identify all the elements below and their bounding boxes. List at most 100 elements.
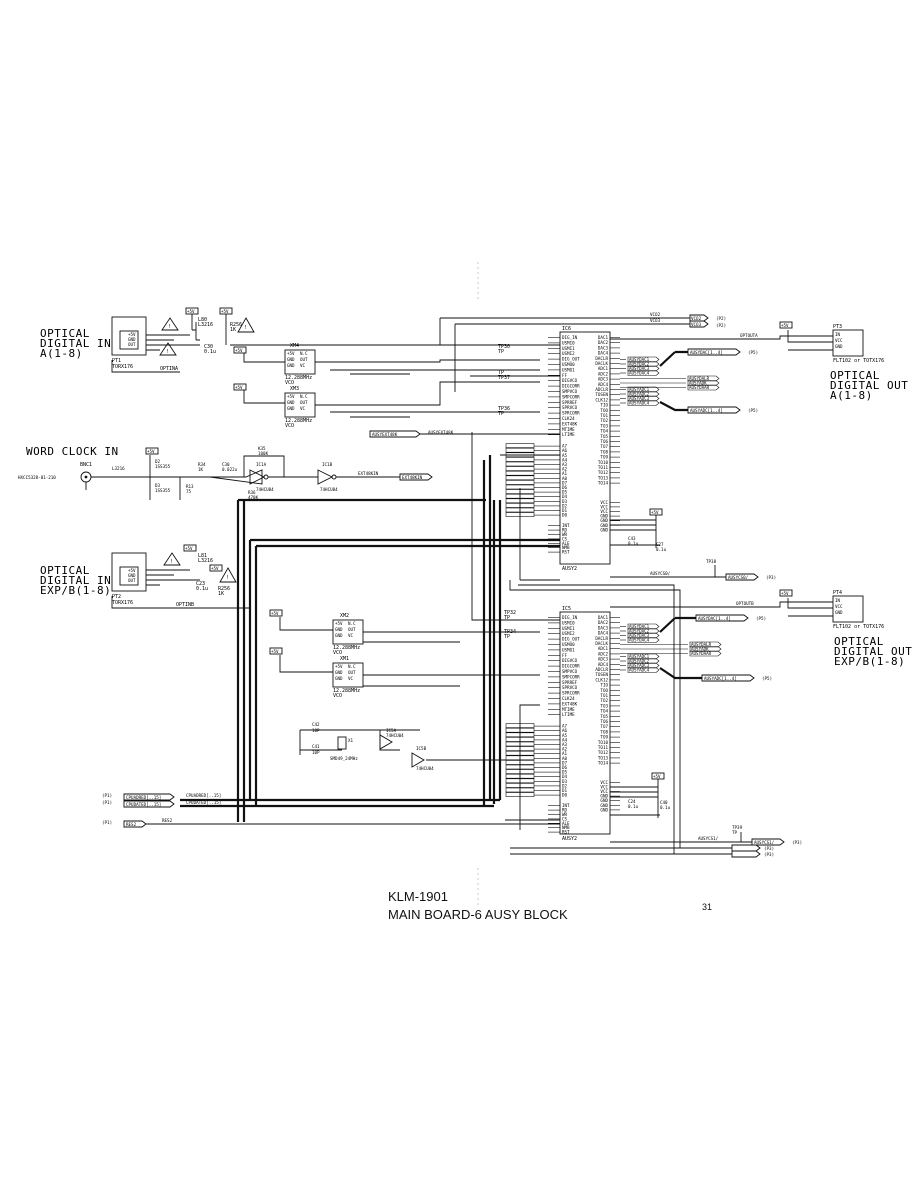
ic-pin-label: TO1	[600, 693, 608, 698]
svg-text:AUSYADC[1..4]: AUSYADC[1..4]	[690, 408, 723, 413]
svg-text:(P1): (P1)	[102, 800, 112, 805]
svg-text:IN: IN	[835, 598, 841, 603]
net-flag-outline	[627, 632, 660, 639]
cpu-net-flag-outline	[505, 737, 535, 742]
svg-text:TP: TP	[504, 615, 510, 621]
cpu-net-flag-outline	[505, 493, 535, 499]
ext48kin-net-flag: EXT48KIN EXT48KIN	[358, 471, 433, 481]
cpu-bus-labels-b	[505, 723, 548, 797]
ic-pin-label: TO11	[598, 745, 609, 750]
svg-text:+5V: +5V	[781, 323, 789, 328]
vco3-net-flag: VCO3 (P2) VCO3	[650, 318, 726, 328]
ic-pin-label: A1	[562, 471, 568, 476]
svg-text:L3216: L3216	[112, 466, 125, 471]
cpu-bus-routing	[180, 375, 681, 854]
cpu-net-flag-outline	[505, 512, 535, 517]
ic-pin-label: DIG_IN	[562, 615, 578, 620]
svg-text:AUSY2: AUSY2	[562, 836, 577, 842]
ic-pin-label: TO3	[600, 423, 608, 428]
svg-text:OPTINA: OPTINA	[160, 366, 178, 372]
ic-pin-label: DAC4	[598, 351, 609, 356]
ic-pin-label: D4	[562, 774, 568, 779]
ic-pin-label: VCC	[600, 500, 608, 505]
net-flag-outline	[627, 623, 660, 630]
ic-pin-label: DAC3	[598, 345, 609, 350]
ic-pin-label: RD	[562, 528, 568, 533]
ic-pin-label: VCC	[600, 504, 608, 509]
dac-net-label: AUSYDAC2	[629, 629, 650, 634]
svg-text:+5V: +5V	[287, 351, 295, 356]
svg-text:100K: 100K	[258, 451, 269, 456]
cpu-net-flag-outline	[505, 778, 535, 784]
svg-text:C27: C27	[656, 542, 664, 547]
svg-text:HXCC5328-01-210: HXCC5328-01-210	[18, 475, 56, 480]
svg-text:AUSYDAC[1..4]: AUSYDAC[1..4]	[690, 350, 723, 355]
svg-text:1K: 1K	[230, 327, 236, 333]
ic-pin-label: DIG_OUT	[562, 637, 580, 642]
ic-pin-label: A0	[562, 476, 568, 481]
svg-text:+5V: +5V	[271, 649, 279, 654]
svg-text:R34: R34	[198, 462, 206, 467]
inverter-ic5a: IC5A 74HCU04	[379, 728, 404, 750]
ic-pin-label: ADC1	[598, 646, 609, 651]
svg-text:!: !	[168, 324, 171, 330]
svg-text:RES2: RES2	[126, 822, 137, 827]
ic-pin-label: D7	[562, 760, 568, 765]
cpu-net-flag-outline	[505, 447, 535, 453]
ic-pin-label: TOO	[600, 688, 608, 693]
ic-pin-label: CLK24	[562, 696, 575, 701]
dac-net-label: AUSYDAC3	[629, 366, 650, 371]
optical-transmitter-a: IN VCC GND PT3 FLT102 or TOTX176	[832, 324, 884, 364]
ic-pin-label: SMPCORR	[562, 394, 580, 399]
svg-text:A(1-8): A(1-8)	[40, 347, 83, 360]
svg-text:VC: VC	[348, 676, 354, 681]
ausycs1-net-flag: AUSYCS1/ (P3) AUSYCS1/ TP39 TP (P3) (P3)	[510, 825, 802, 858]
svg-text:+5V: +5V	[235, 385, 243, 390]
svg-text:L81: L81	[198, 553, 207, 559]
ic-pin-label: INT	[562, 523, 570, 528]
cpu-net-flag-outline	[505, 769, 535, 774]
ic-pin-label: ADC3	[598, 657, 609, 662]
svg-text:DIGITAL OUT: DIGITAL OUT	[834, 645, 912, 658]
net-flag-outline	[689, 650, 722, 657]
cpu-net-flag-outline	[505, 443, 535, 448]
svg-text:N.C: N.C	[348, 664, 356, 669]
net-flag-outline	[687, 384, 720, 391]
svg-text:OPTICAL: OPTICAL	[834, 635, 884, 648]
net-flag-outline	[627, 667, 660, 673]
cpu-net-flag-outline	[505, 489, 535, 494]
svg-text:GND: GND	[287, 400, 295, 405]
ic-pin-label: TO2	[600, 698, 608, 703]
cpu-net-flag-outline	[505, 484, 535, 490]
svg-text:TP37: TP37	[498, 375, 510, 381]
ic-pin-label: USMO0	[562, 642, 575, 647]
ic-pin-label: VCC	[600, 784, 608, 789]
cpu-net-flag-outline	[505, 498, 535, 504]
net-flag-outline	[627, 395, 660, 402]
ic-pin-label: USMI2	[562, 631, 575, 636]
ic-pin-label: DIG_OUT	[562, 357, 580, 362]
svg-text:C41: C41	[312, 744, 320, 749]
cpu-net-flag-outline	[505, 773, 535, 779]
svg-text:!: !	[226, 575, 229, 581]
svg-text:IC5: IC5	[562, 606, 571, 612]
svg-text:TP: TP	[732, 830, 738, 835]
svg-text:1K: 1K	[198, 467, 204, 472]
svg-text:VCO2: VCO2	[650, 312, 661, 317]
ausyext48k-net-flag: AUSYEXT48K AUSYEXT48K	[369, 430, 560, 438]
svg-text:FLT102 or TOTX176: FLT102 or TOTX176	[833, 358, 884, 364]
svg-text:R256: R256	[230, 322, 242, 328]
cpu-net-flag-outline	[505, 457, 535, 462]
svg-text:EXT48KIN: EXT48KIN	[402, 475, 423, 480]
bnc-connector-icon: BNC1 HXCC5328-01-210	[18, 462, 210, 490]
svg-text:10P: 10P	[312, 750, 320, 755]
svg-text:(P1): (P1)	[102, 793, 112, 798]
ic-pin-label: RD	[562, 808, 568, 813]
dac-bus-a: AUSYDAC[1..4] (P5) AUSYDAC1AUSYDAC2AUSYD…	[620, 348, 758, 376]
page-number: 31	[702, 902, 712, 912]
ic-pin-label: TO6	[600, 439, 608, 444]
ic-pin-label: A2	[562, 747, 568, 752]
vco-xm1: +5V GND GND N.C OUT VC XM1 12.288MHz VCO	[332, 656, 364, 699]
net-flag-outline	[627, 356, 660, 363]
